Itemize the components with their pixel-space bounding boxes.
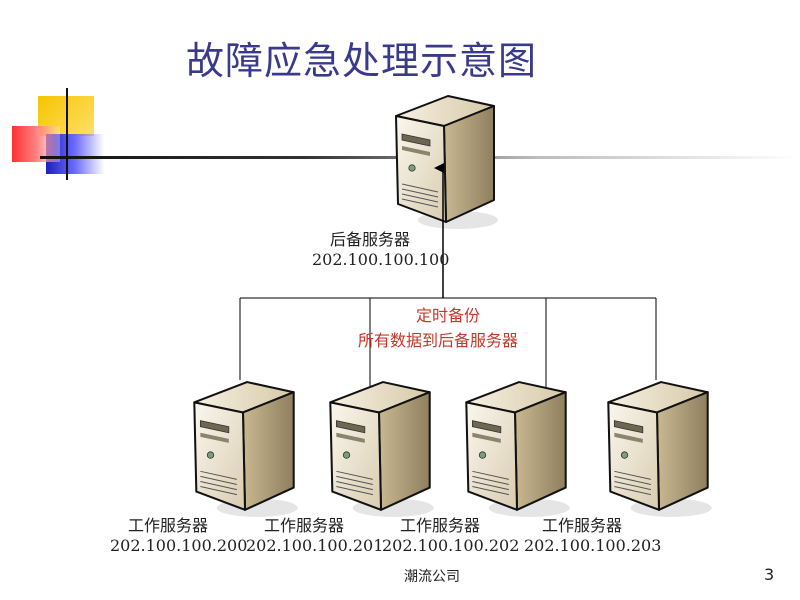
title-rule-vertical [66,88,68,180]
backup-server-ip: 202.100.100.100 [312,250,450,269]
work-server-ip-3: 202.100.100.202 [382,536,520,555]
work-server-icon-4 [607,381,713,518]
work-server-name-1: 工作服务器 [128,516,209,535]
work-server-icon-2 [329,381,435,518]
work-server-icon-3 [465,381,571,518]
work-server-name-2: 工作服务器 [264,516,345,535]
work-server-ip-2: 202.100.100.201 [246,536,384,555]
work-server-icon-1 [193,381,299,518]
backup-server-icon [395,95,499,230]
page-title: 故障应急处理示意图 [186,39,538,83]
backup-note-line1: 定时备份 [416,306,481,325]
page-number: 3 [764,565,775,584]
footer-company: 潮流公司 [404,569,460,585]
backup-note-line2: 所有数据到后备服务器 [358,331,519,350]
backup-server-name: 后备服务器 [330,230,411,249]
work-server-name-3: 工作服务器 [400,516,481,535]
work-server-ip-4: 202.100.100.203 [524,536,662,555]
work-server-ip-1: 202.100.100.200 [110,536,248,555]
work-server-name-4: 工作服务器 [542,516,623,535]
